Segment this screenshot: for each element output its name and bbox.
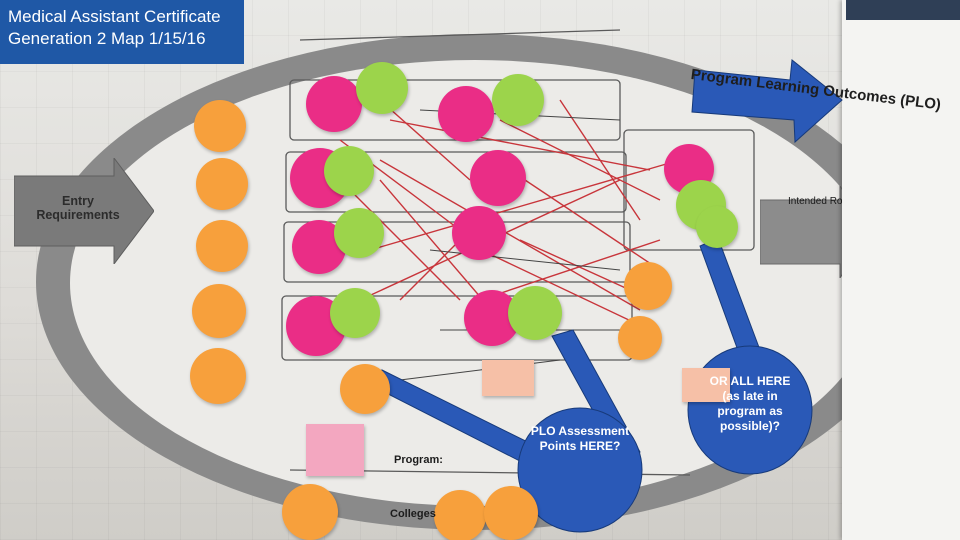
green-dot-3 <box>324 146 374 196</box>
black-pencil-arrows <box>400 110 620 380</box>
pink-dot-2 <box>438 86 494 142</box>
green-dot-2 <box>492 74 544 126</box>
program-row-label: Program: <box>394 454 443 466</box>
green-dot-5 <box>330 288 380 338</box>
orange-dot-college-2 <box>434 490 486 540</box>
orange-dot-rd <box>196 220 248 272</box>
orange-dot-wr115 <box>194 100 246 152</box>
plo-assessment-callout: PLO Assessment Points HERE? <box>524 424 636 454</box>
slide-title-box: Medical Assistant Certificate Generation… <box>0 0 244 64</box>
pink-dot-4 <box>470 150 526 206</box>
or-all-here-callout: OR ALL HERE (as late in program as possi… <box>700 374 800 434</box>
orange-dot-cs120 <box>192 284 246 338</box>
orange-dot-ems <box>624 262 672 310</box>
slide-title-line-1: Medical Assistant Certificate <box>8 6 236 28</box>
pink-dot-6 <box>452 206 506 260</box>
green-dot-4 <box>334 208 384 258</box>
orange-dot-hd252 <box>190 348 246 404</box>
green-dot-6 <box>508 286 562 340</box>
orange-dot-college-3 <box>484 486 538 540</box>
orange-dot-mth63 <box>196 158 248 210</box>
pink-postit <box>306 424 364 476</box>
green-dot-1 <box>356 62 408 114</box>
slide-title-line-2: Generation 2 Map 1/15/16 <box>8 28 236 50</box>
orange-dot-bio <box>340 364 390 414</box>
green-dot-8 <box>696 206 738 248</box>
orange-dot-pharm <box>618 316 662 360</box>
peach-postit-1 <box>482 360 534 396</box>
colleges-row-label: Colleges <box>390 508 436 520</box>
pink-dot-1 <box>306 76 362 132</box>
orange-dot-college-1 <box>282 484 338 540</box>
